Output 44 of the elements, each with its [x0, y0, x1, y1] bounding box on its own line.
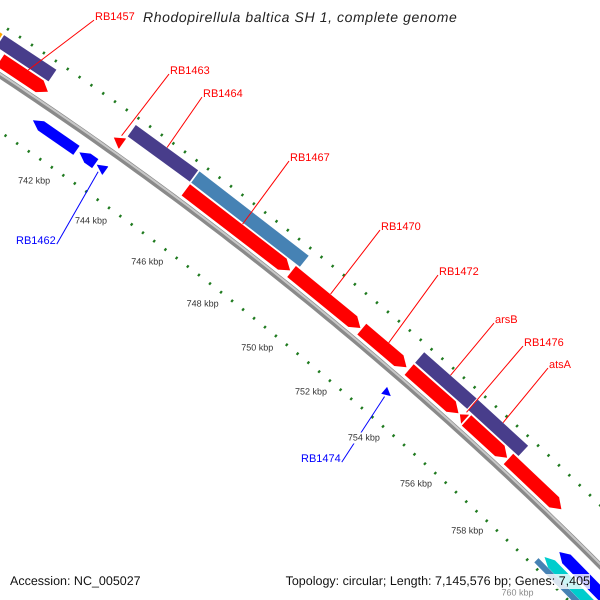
gene-label: RB1476 — [524, 337, 564, 350]
leader-line — [502, 368, 548, 424]
leader-line — [450, 322, 494, 376]
scale-label: 746 kbp — [131, 256, 164, 268]
gene-label: RB1467 — [290, 152, 330, 165]
gene-label: arsB — [495, 314, 518, 327]
leader-line — [242, 160, 290, 225]
gene-block — [381, 386, 391, 396]
leader-line — [330, 230, 380, 295]
gene-block — [114, 138, 126, 149]
scale-label: 744 kbp — [75, 215, 108, 226]
gene-label: RB1472 — [439, 266, 479, 279]
scale-label: 754 kbp — [348, 432, 380, 444]
gene-label: RB1474 — [301, 453, 341, 466]
leader-line — [388, 274, 438, 344]
scale-label: 748 kbp — [186, 298, 219, 310]
accession-label: Accession: NC_005027 — [10, 574, 141, 589]
scale-label: 756 kbp — [400, 478, 432, 490]
gene-block — [182, 184, 290, 270]
scale-label: 750 kbp — [241, 342, 274, 354]
gene-block — [128, 125, 198, 182]
scale-label: 752 kbp — [294, 386, 327, 398]
gene-label: RB1464 — [203, 88, 243, 101]
leader-line — [466, 346, 524, 413]
gene-block — [96, 164, 108, 175]
gene-label: RB1457 — [95, 11, 135, 24]
leader-line — [121, 74, 170, 136]
leader-line — [56, 171, 99, 245]
gene-block — [357, 324, 406, 368]
leader-line — [166, 96, 202, 148]
gene-block — [0, 54, 48, 92]
diagram-title: Rhodopirellula baltica SH 1, complete genome — [143, 9, 458, 25]
gene-label: RB1463 — [170, 65, 210, 78]
scale-label: 758 kbp — [451, 526, 484, 537]
genome-info-label: Topology: circular; Length: 7,145,576 bp; Genes: 7,405 — [286, 574, 590, 589]
gene-block — [460, 414, 470, 424]
scale-label: 742 kbp — [18, 175, 50, 186]
gene-block — [468, 400, 528, 456]
leader-line — [28, 20, 94, 71]
gene-label: RB1462 — [16, 235, 56, 248]
gene-block — [415, 352, 477, 409]
gene-label: atsA — [549, 359, 572, 372]
gene-block — [287, 266, 360, 328]
gene-label: RB1470 — [381, 221, 421, 234]
